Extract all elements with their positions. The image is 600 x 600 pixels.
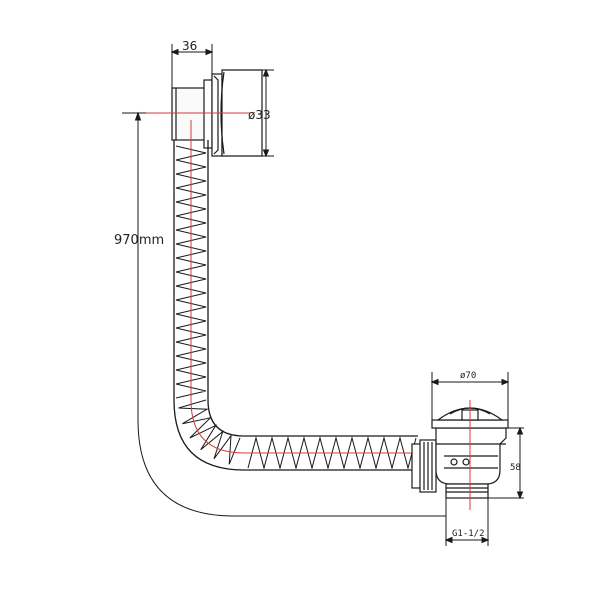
waste-height-dimension (488, 426, 524, 500)
total-length-label: 970mm (114, 233, 164, 248)
waste-diameter-dimension (430, 372, 510, 420)
flexible-hose (173, 120, 470, 471)
overflow-width-dimension (170, 44, 214, 88)
overflow-diameter-dimension (262, 68, 274, 158)
thread-label: G1-1/2 (452, 529, 485, 539)
waste-height-label: 58 (510, 463, 521, 473)
thread-dimension (444, 498, 490, 546)
waste-body (411, 407, 509, 499)
waste-diameter-label: ø70 (460, 371, 476, 381)
total-length-dimension (122, 111, 446, 517)
overflow-width-label: 36 (182, 39, 197, 53)
overflow-diameter-label: ø33 (248, 108, 271, 122)
